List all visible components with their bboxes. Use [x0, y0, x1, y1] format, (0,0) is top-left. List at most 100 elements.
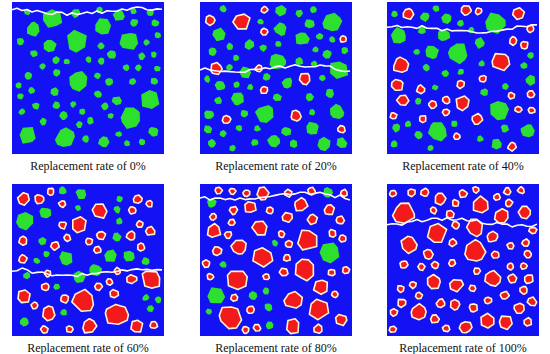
recycled-aggregate [133, 195, 142, 203]
recycled-aggregate [506, 199, 513, 206]
recycled-aggregate [514, 303, 524, 313]
natural-aggregate [204, 126, 212, 134]
recycled-aggregate [129, 207, 136, 214]
natural-aggregate [30, 50, 37, 57]
recycled-aggregate [492, 54, 510, 71]
recycled-aggregate [231, 240, 246, 254]
recycled-aggregate [35, 195, 44, 204]
recycled-aggregate [469, 304, 477, 312]
recycled-aggregate [61, 295, 69, 303]
natural-aggregate [148, 127, 158, 137]
recycled-aggregate [224, 232, 231, 239]
natural-aggregate [296, 33, 310, 45]
recycled-aggregate [403, 9, 414, 20]
natural-aggregate [94, 91, 102, 98]
natural-aggregate [98, 136, 110, 147]
recycled-aggregate [394, 57, 409, 72]
natural-aggregate [86, 56, 92, 63]
natural-aggregate [502, 83, 509, 90]
recycled-aggregate [213, 247, 222, 256]
recycled-aggregate [416, 292, 423, 299]
recycled-aggregate [524, 318, 531, 326]
recycled-aggregate [409, 282, 416, 289]
natural-aggregate [306, 93, 314, 102]
recycled-aggregate [263, 274, 270, 280]
natural-aggregate [526, 75, 536, 86]
recycled-aggregate [485, 271, 501, 287]
natural-aggregate [112, 233, 121, 242]
recycled-aggregate [219, 307, 241, 329]
recycled-aggregate [431, 262, 438, 269]
natural-aggregate [391, 27, 406, 43]
natural-aggregate [209, 48, 217, 57]
recycled-aggregate [208, 224, 221, 238]
natural-aggregate [296, 10, 304, 18]
natural-aggregate [204, 75, 210, 83]
natural-aggregate [266, 322, 273, 330]
natural-aggregate [151, 78, 158, 85]
natural-aggregate [329, 36, 335, 43]
natural-aggregate [527, 52, 534, 59]
recycled-aggregate [411, 304, 426, 320]
recycled-aggregate [228, 219, 235, 225]
natural-aggregate [492, 139, 502, 150]
natural-aggregate [52, 56, 60, 64]
recycled-aggregate [473, 187, 479, 193]
recycled-aggregate [465, 240, 486, 261]
recycled-aggregate [428, 224, 447, 243]
natural-aggregate [59, 251, 72, 265]
recycled-aggregate [253, 325, 261, 332]
recycled-aggregate [146, 226, 155, 235]
panel [387, 2, 539, 154]
natural-aggregate [17, 93, 24, 99]
recycled-aggregate [229, 189, 236, 195]
natural-aggregate [27, 21, 40, 36]
natural-aggregate [151, 51, 157, 58]
natural-aggregate [16, 82, 22, 89]
natural-aggregate [53, 284, 60, 290]
natural-aggregate [207, 287, 225, 303]
recycled-aggregate [522, 239, 529, 246]
recycled-aggregate [95, 283, 103, 290]
natural-aggregate [451, 121, 457, 127]
natural-aggregate [330, 104, 344, 119]
natural-aggregate [414, 131, 422, 139]
recycled-aggregate [474, 196, 489, 213]
recycled-aggregate [408, 189, 415, 197]
crack-path [387, 25, 537, 33]
recycled-aggregate [92, 204, 107, 218]
mortar-matrix [387, 2, 539, 154]
natural-aggregate [143, 294, 150, 301]
natural-aggregate [204, 111, 214, 119]
recycled-aggregate [31, 302, 38, 309]
natural-aggregate [249, 291, 258, 300]
recycled-aggregate [279, 231, 285, 238]
recycled-aggregate [431, 207, 437, 214]
natural-aggregate [105, 78, 113, 86]
recycled-aggregate [48, 188, 54, 195]
natural-aggregate [229, 145, 236, 152]
recycled-aggregate [73, 217, 86, 233]
recycled-aggregate [314, 280, 328, 294]
recycled-aggregate [500, 291, 509, 299]
recycled-aggregate [397, 95, 409, 105]
natural-aggregate [490, 101, 509, 120]
natural-aggregate [479, 60, 485, 67]
natural-aggregate [263, 73, 271, 81]
recycled-aggregate [398, 299, 406, 307]
recycled-aggregate [339, 235, 346, 242]
recycled-aggregate [508, 92, 514, 99]
recycled-aggregate [390, 191, 397, 197]
recycled-aggregate [94, 246, 101, 253]
recycled-aggregate [521, 263, 528, 269]
natural-aggregate [275, 5, 287, 17]
natural-aggregate [231, 93, 244, 106]
natural-aggregate [405, 120, 411, 127]
natural-aggregate [391, 140, 398, 147]
recycled-aggregate [329, 229, 336, 237]
natural-aggregate [115, 131, 122, 137]
recycled-aggregate [527, 91, 534, 98]
recycled-aggregate [431, 315, 440, 323]
recycled-aggregate [517, 187, 524, 194]
natural-aggregate [121, 108, 140, 130]
